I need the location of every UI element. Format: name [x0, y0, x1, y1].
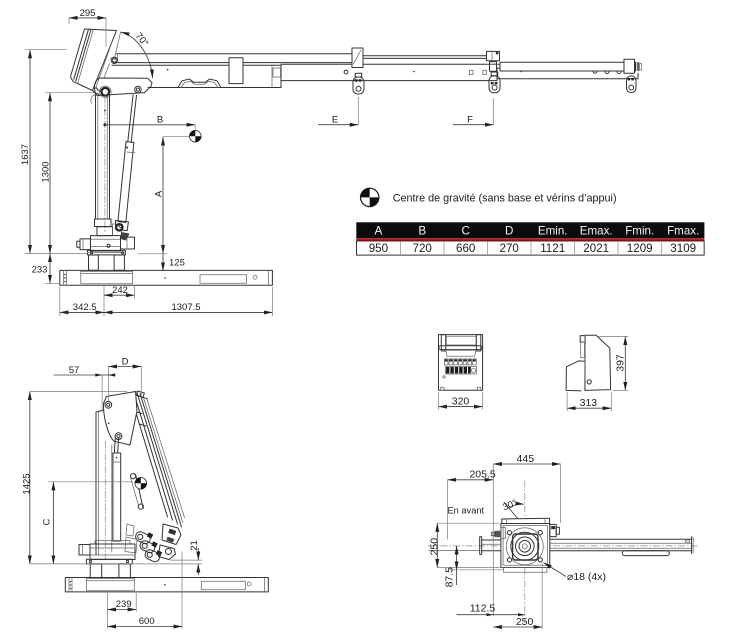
svg-text:C: C	[41, 518, 52, 525]
svg-text:239: 239	[116, 599, 132, 610]
svg-text:30°: 30°	[501, 498, 519, 514]
svg-text:⌀18 (4x): ⌀18 (4x)	[567, 571, 606, 583]
svg-text:397: 397	[614, 354, 626, 372]
svg-text:112.5: 112.5	[470, 603, 496, 615]
svg-text:D: D	[505, 225, 513, 238]
svg-text:600: 600	[139, 616, 155, 627]
svg-text:295: 295	[80, 8, 96, 19]
svg-text:205.5: 205.5	[469, 469, 495, 481]
svg-text:950: 950	[369, 242, 388, 255]
svg-text:B: B	[418, 225, 426, 238]
svg-text:233: 233	[32, 265, 48, 276]
svg-text:A: A	[375, 225, 383, 238]
svg-text:En avant: En avant	[447, 506, 484, 516]
svg-text:D: D	[122, 357, 129, 368]
svg-text:1209: 1209	[627, 242, 653, 255]
svg-text:1425: 1425	[21, 473, 32, 494]
svg-text:Emin.: Emin.	[538, 225, 568, 238]
svg-text:2021: 2021	[583, 242, 609, 255]
svg-text:3109: 3109	[670, 242, 696, 255]
svg-text:342.5: 342.5	[73, 302, 97, 313]
svg-text:Fmin.: Fmin.	[625, 225, 654, 238]
svg-text:A: A	[154, 190, 165, 197]
svg-text:70°: 70°	[133, 31, 151, 49]
svg-text:250: 250	[516, 616, 534, 628]
svg-text:1121: 1121	[540, 242, 565, 255]
svg-text:445: 445	[517, 453, 535, 465]
svg-text:57: 57	[69, 365, 80, 376]
svg-text:320: 320	[452, 395, 470, 407]
svg-text:660: 660	[456, 242, 475, 255]
svg-text:21: 21	[189, 540, 200, 551]
svg-text:Centre de gravité (sans base e: Centre de gravité (sans base et vérins d…	[393, 192, 617, 204]
svg-text:87.5: 87.5	[444, 567, 456, 588]
svg-text:F: F	[467, 114, 473, 125]
svg-text:313: 313	[580, 397, 598, 409]
svg-text:E: E	[332, 114, 338, 125]
svg-text:250: 250	[428, 538, 440, 556]
svg-text:Fmax.: Fmax.	[667, 225, 699, 238]
svg-text:C: C	[462, 225, 470, 238]
svg-text:1637: 1637	[20, 144, 31, 165]
svg-text:1300: 1300	[41, 161, 52, 182]
svg-text:B: B	[157, 115, 163, 126]
svg-text:125: 125	[169, 258, 185, 269]
svg-text:270: 270	[500, 242, 519, 255]
svg-text:720: 720	[413, 242, 432, 255]
svg-text:1307.5: 1307.5	[171, 302, 200, 313]
svg-text:Emax.: Emax.	[580, 225, 613, 238]
svg-text:242: 242	[112, 285, 128, 296]
